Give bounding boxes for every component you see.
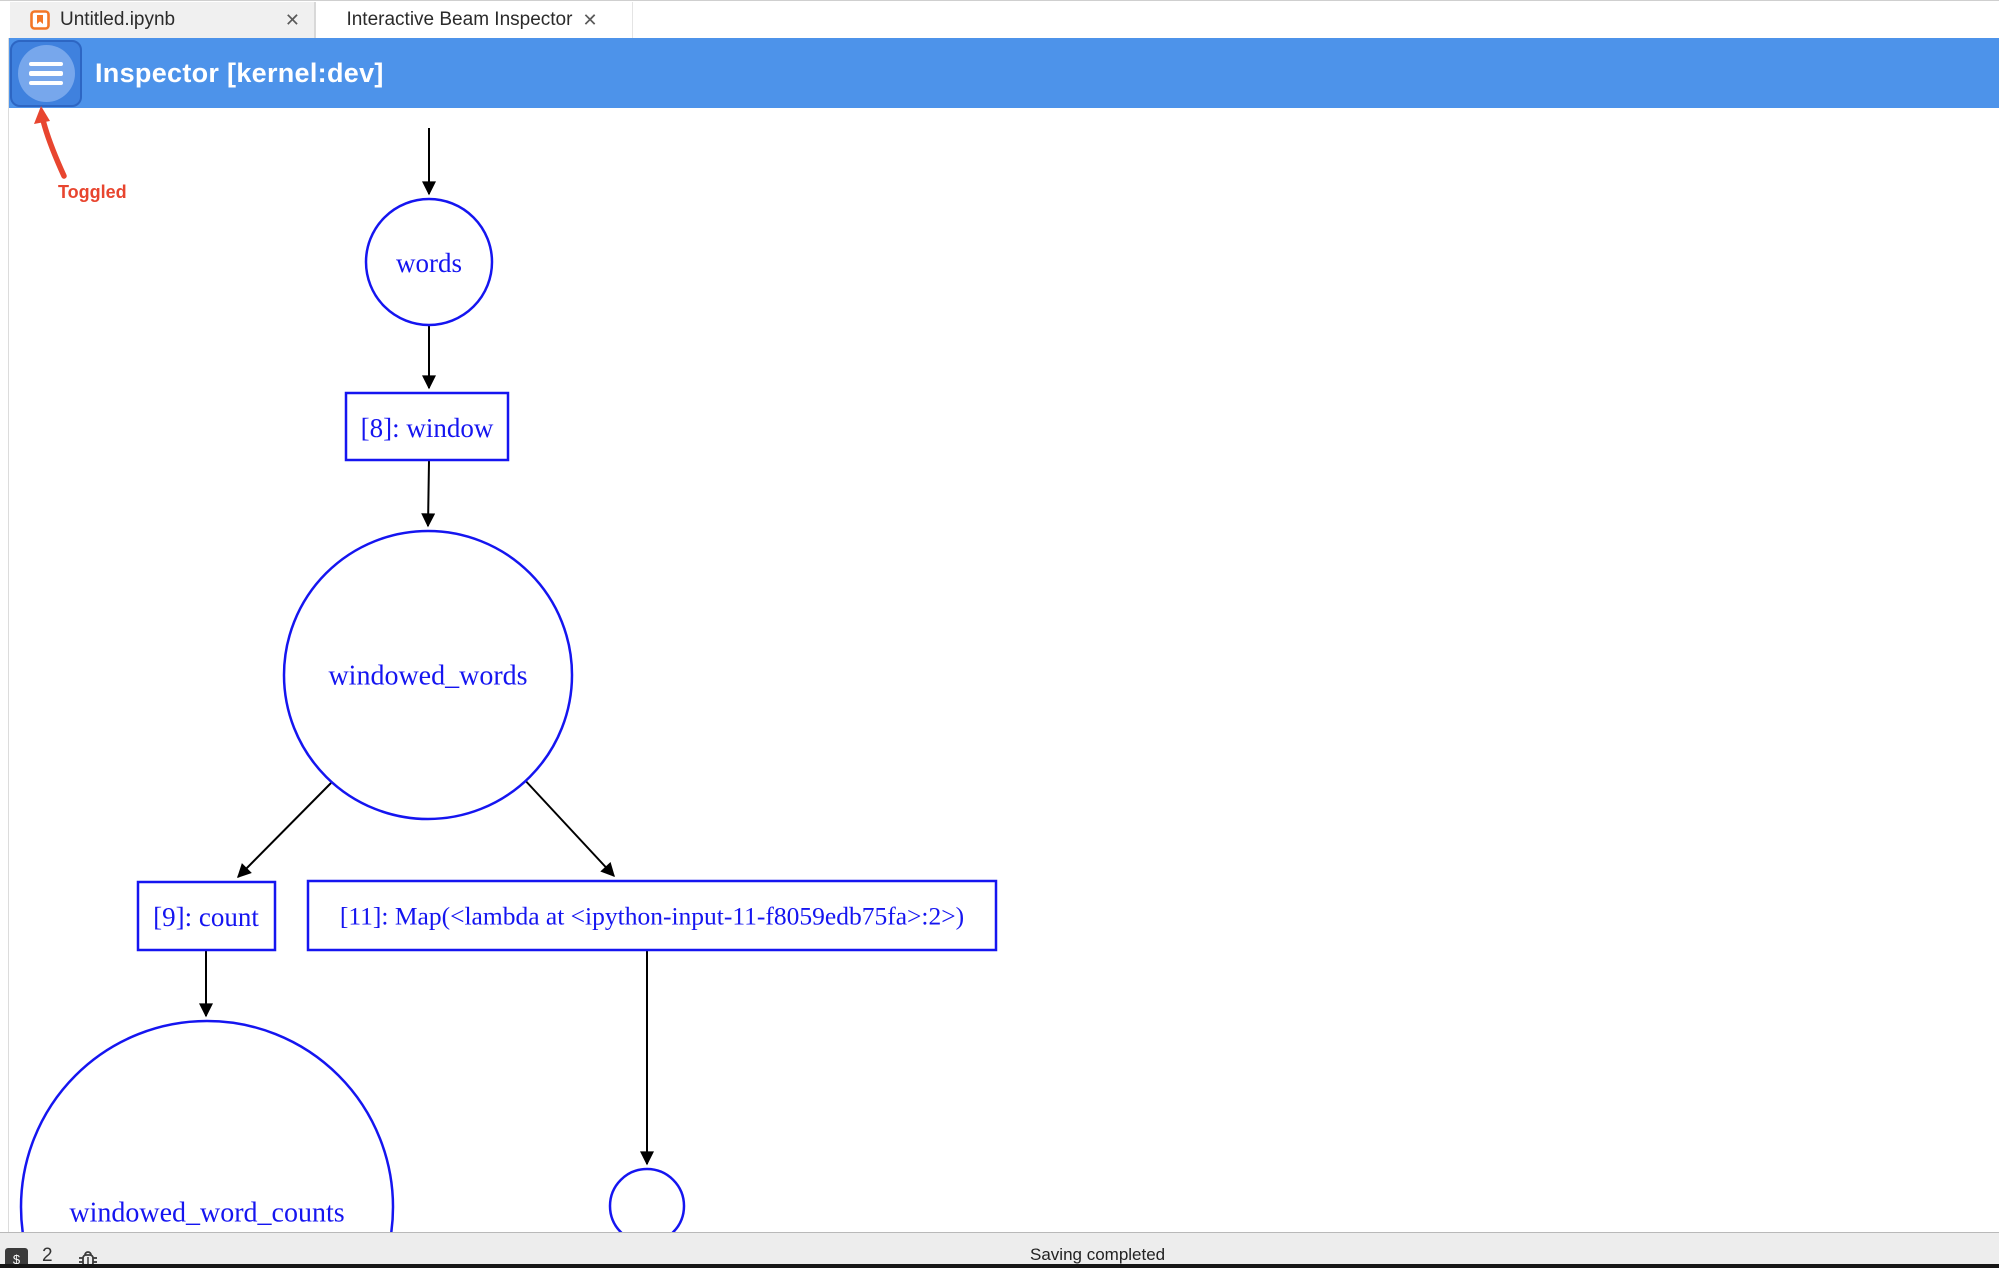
pcollection-node-windowed-word-counts[interactable] (19, 1019, 395, 1232)
edge-windowedwords-map (521, 776, 615, 878)
tab-label: Untitled.ipynb (60, 9, 176, 30)
edge-window-windowedwords (421, 460, 436, 528)
node-label: [9]: count (153, 902, 259, 932)
pcollection-node-windowed-words[interactable] (282, 529, 574, 821)
pipeline-graph[interactable]: words [8]: window windowed_words [9]: co… (9, 108, 1999, 1232)
hamburger-menu-button[interactable] (10, 40, 82, 107)
transform-node-count[interactable] (136, 880, 277, 952)
annotation-label: Toggled (58, 182, 127, 202)
close-icon[interactable]: ✕ (284, 9, 300, 30)
hamburger-icon (17, 45, 75, 102)
tab-beam-inspector[interactable]: Interactive Beam Inspector ✕ (315, 2, 633, 38)
node-label: windowed_word_counts (69, 1198, 344, 1229)
status-bar: $ 2 Saving completed (0, 1232, 1999, 1268)
pcollection-node-anonymous[interactable] (608, 1167, 686, 1232)
tab-bar: Untitled.ipynb ✕ Interactive Beam Inspec… (0, 0, 1999, 38)
tab-label: Interactive Beam Inspector (346, 9, 573, 30)
window-bottom-edge (0, 1264, 1999, 1268)
page-title: Inspector [kernel:dev] (95, 57, 384, 88)
edge-windowedwords-count (237, 782, 332, 878)
transform-node-window[interactable] (344, 391, 510, 462)
node-label: [8]: window (361, 413, 494, 443)
notebook-icon (30, 10, 50, 30)
close-icon[interactable]: ✕ (582, 9, 598, 30)
pcollection-node-words[interactable] (364, 197, 494, 327)
status-message: Saving completed (1030, 1245, 1166, 1264)
node-label: [11]: Map(<lambda at <ipython-input-11-f… (340, 902, 964, 931)
terminal-icon[interactable]: $ (5, 1248, 28, 1268)
node-label: windowed_words (328, 661, 527, 692)
tab-untitled-notebook[interactable]: Untitled.ipynb ✕ (10, 2, 315, 38)
panel-divider (8, 38, 9, 1232)
terminal-count: 2 (42, 1245, 53, 1266)
node-label: words (396, 248, 462, 278)
inspector-header: Inspector [kernel:dev] (9, 38, 1999, 108)
transform-node-map[interactable] (306, 879, 998, 952)
